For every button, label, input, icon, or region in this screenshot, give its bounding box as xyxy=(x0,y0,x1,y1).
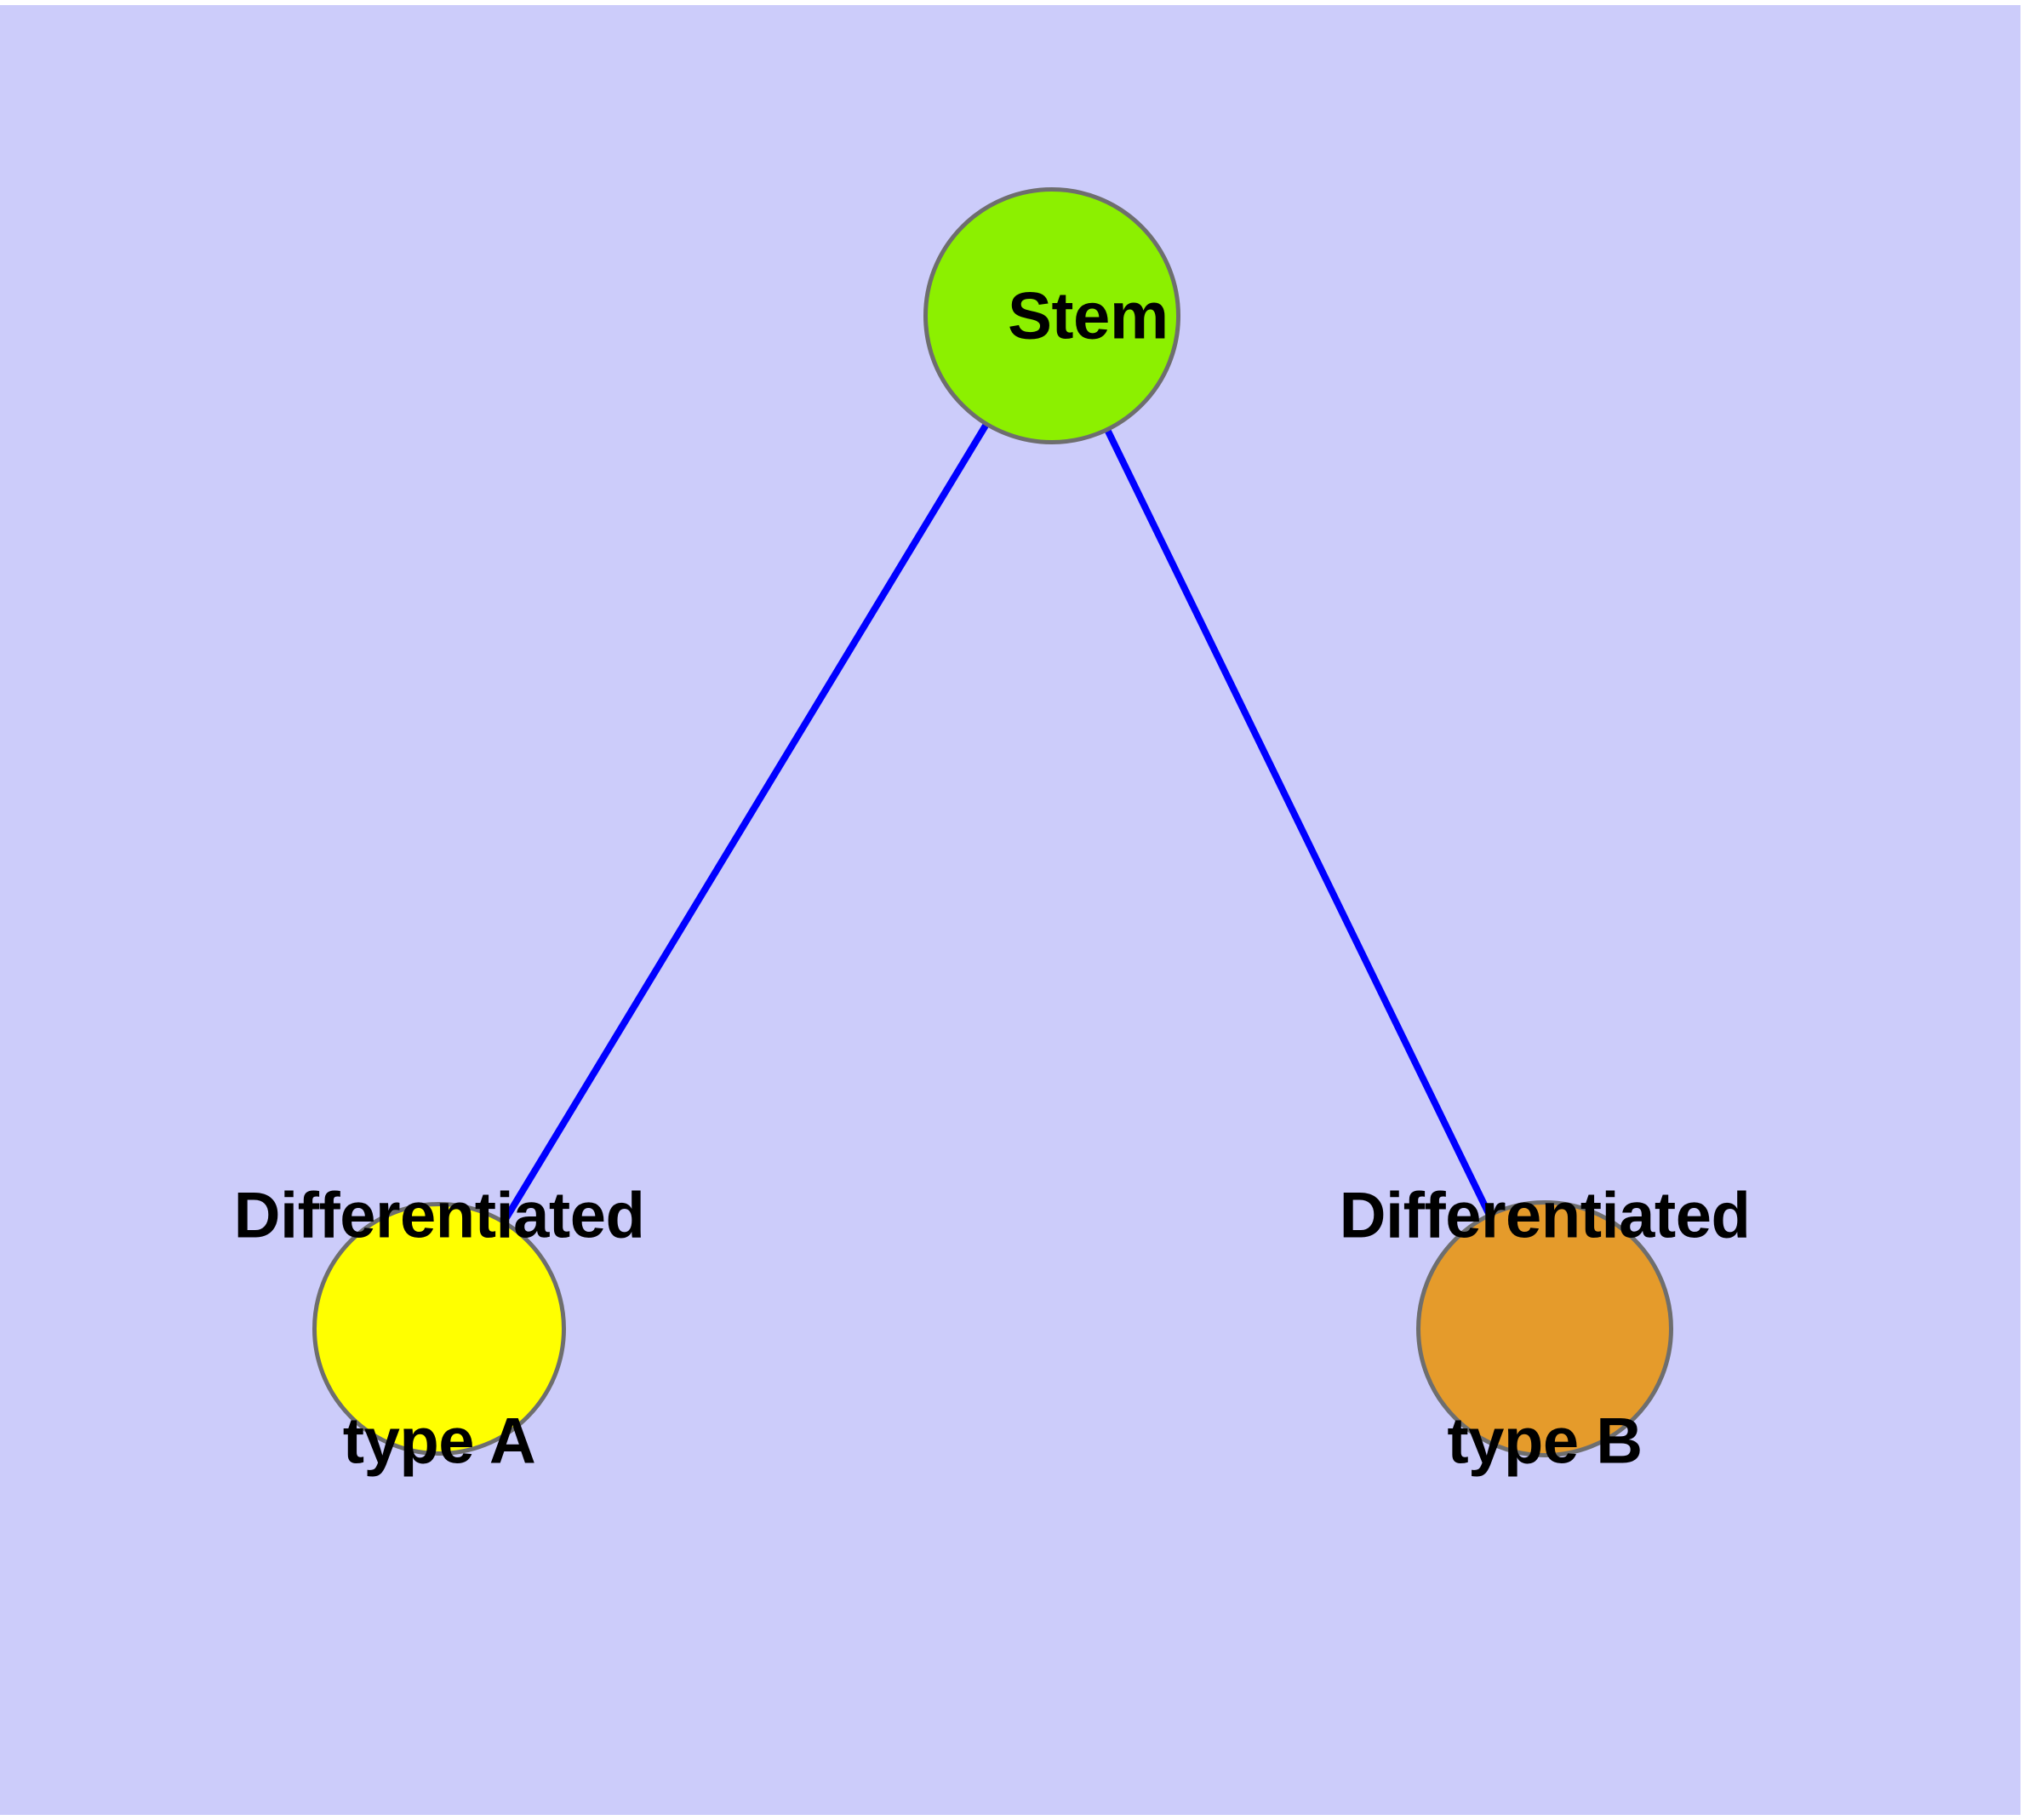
node-layer xyxy=(312,187,1673,1457)
node-stem[interactable] xyxy=(923,187,1180,444)
node-differentiated-type-b[interactable] xyxy=(1416,1200,1673,1457)
node-differentiated-type-a[interactable] xyxy=(312,1202,566,1456)
edge-stem-to-differentiated-type-b xyxy=(1049,314,1548,1331)
edge-layer xyxy=(436,313,1548,1331)
edge-stem-to-differentiated-type-a xyxy=(436,313,1055,1331)
